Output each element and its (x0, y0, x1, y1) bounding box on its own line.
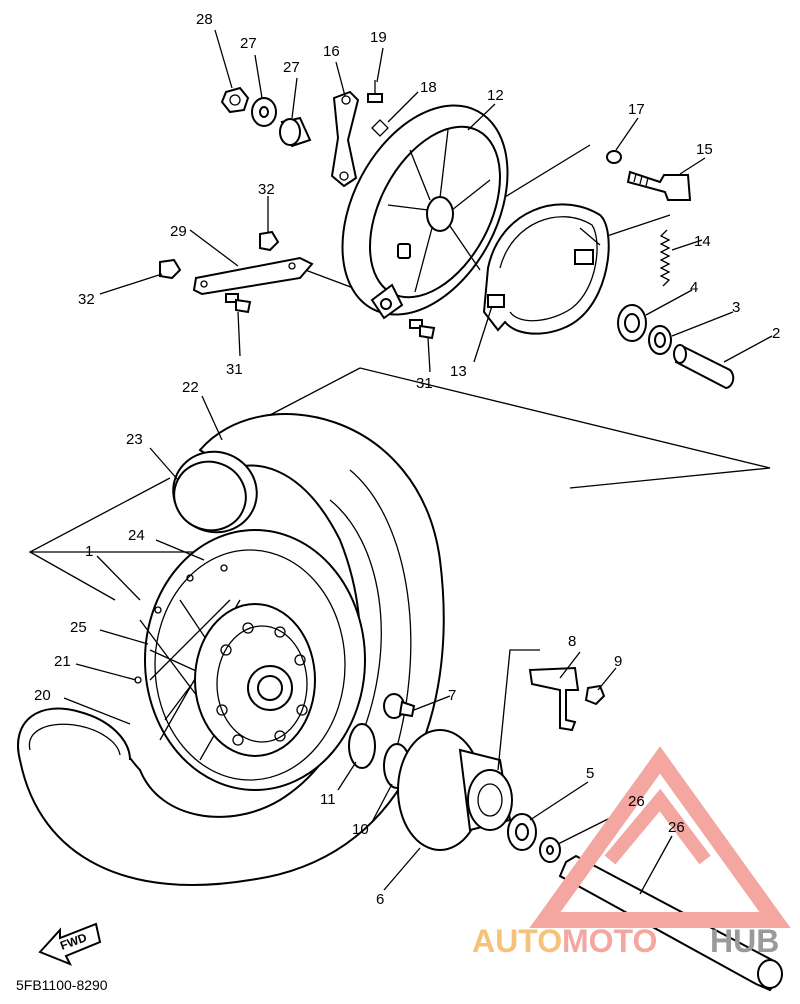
torque-rod-30 (192, 256, 314, 296)
watermark-logo: AUTO MOTO HUB (472, 746, 791, 959)
callout-29: 28 (196, 11, 213, 28)
brake-camshaft (626, 170, 692, 201)
bolt-31-right (409, 319, 436, 340)
callout-28: 27 (283, 59, 300, 76)
bearing-5 (507, 813, 537, 851)
callout-23: 23 (126, 431, 143, 448)
callout-14: 14 (694, 233, 711, 250)
callout-7: 7 (448, 687, 456, 704)
callout-labels: 28 27 27 16 19 18 12 17 15 14 4 3 2 32 2… (34, 11, 780, 908)
nut-32-lower (159, 258, 182, 280)
callout-31-right: 31 (416, 375, 433, 392)
wheel-hub (194, 603, 316, 757)
callout-3: 3 (732, 299, 740, 316)
callout-1: 1 (85, 543, 93, 560)
callout-8: 8 (568, 633, 576, 650)
callout-22: 22 (182, 379, 199, 396)
callout-2: 2 (772, 325, 780, 342)
nut-9 (584, 684, 606, 706)
callout-27-upper: 27 (240, 35, 257, 52)
o-ring-11 (348, 723, 376, 769)
callout-15: 15 (696, 141, 713, 158)
callout-4: 4 (690, 279, 698, 296)
bearing-4 (617, 304, 647, 342)
collar-28 (279, 116, 312, 148)
brake-spring (659, 229, 671, 287)
watermark-text-auto: AUTO (472, 923, 562, 959)
washer-27-lower (539, 837, 561, 863)
callout-20: 20 (34, 687, 51, 704)
watermark-triangle (529, 746, 791, 928)
washer-17 (606, 150, 622, 164)
forward-arrow: FWD (38, 922, 102, 966)
callout-9: 9 (614, 653, 622, 670)
nut-29 (220, 86, 250, 114)
callout-21: 21 (54, 653, 71, 670)
guide-hub-line (497, 649, 540, 771)
callout-30: 29 (170, 223, 187, 240)
bolt-19 (367, 80, 383, 103)
callout-25: 25 (70, 619, 87, 636)
watermark-text-moto: MOTO (562, 923, 657, 959)
callout-13: 13 (450, 363, 467, 380)
leader-lines (63, 29, 773, 895)
rim-band (17, 707, 131, 761)
callout-16: 16 (323, 43, 340, 60)
callout-11: 11 (320, 791, 336, 808)
callout-17: 17 (628, 101, 645, 118)
brake-shoes (482, 203, 610, 335)
callout-27-lower: 26 (628, 793, 645, 810)
callout-24: 24 (128, 527, 145, 544)
callout-6: 6 (376, 891, 384, 908)
collar-2 (673, 344, 735, 390)
clip-18 (371, 119, 389, 137)
callout-31-left: 31 (226, 361, 243, 378)
callout-5: 5 (586, 765, 594, 782)
diagram-code: 5FB1100-8290 (16, 977, 108, 993)
watermark-inner-mark (604, 788, 711, 865)
oil-seal-3 (648, 325, 672, 355)
brake-arm-16 (330, 90, 360, 188)
brake-panel (341, 104, 509, 320)
bolt-31-left (225, 293, 252, 314)
clutch-hub-6 (397, 729, 513, 851)
washer-27-upper (251, 97, 277, 127)
plate-8 (528, 666, 580, 732)
callout-32-lower: 32 (78, 291, 95, 308)
callout-19: 19 (370, 29, 387, 46)
callout-26: 26 (668, 819, 685, 836)
damper-7 (383, 693, 416, 719)
callout-12: 12 (487, 87, 504, 104)
callout-10: 10 (352, 821, 369, 838)
callout-18: 18 (420, 79, 437, 96)
callout-32-upper: 32 (258, 181, 275, 198)
watermark-text-hub: HUB (710, 923, 779, 959)
nut-32-upper (259, 230, 280, 252)
